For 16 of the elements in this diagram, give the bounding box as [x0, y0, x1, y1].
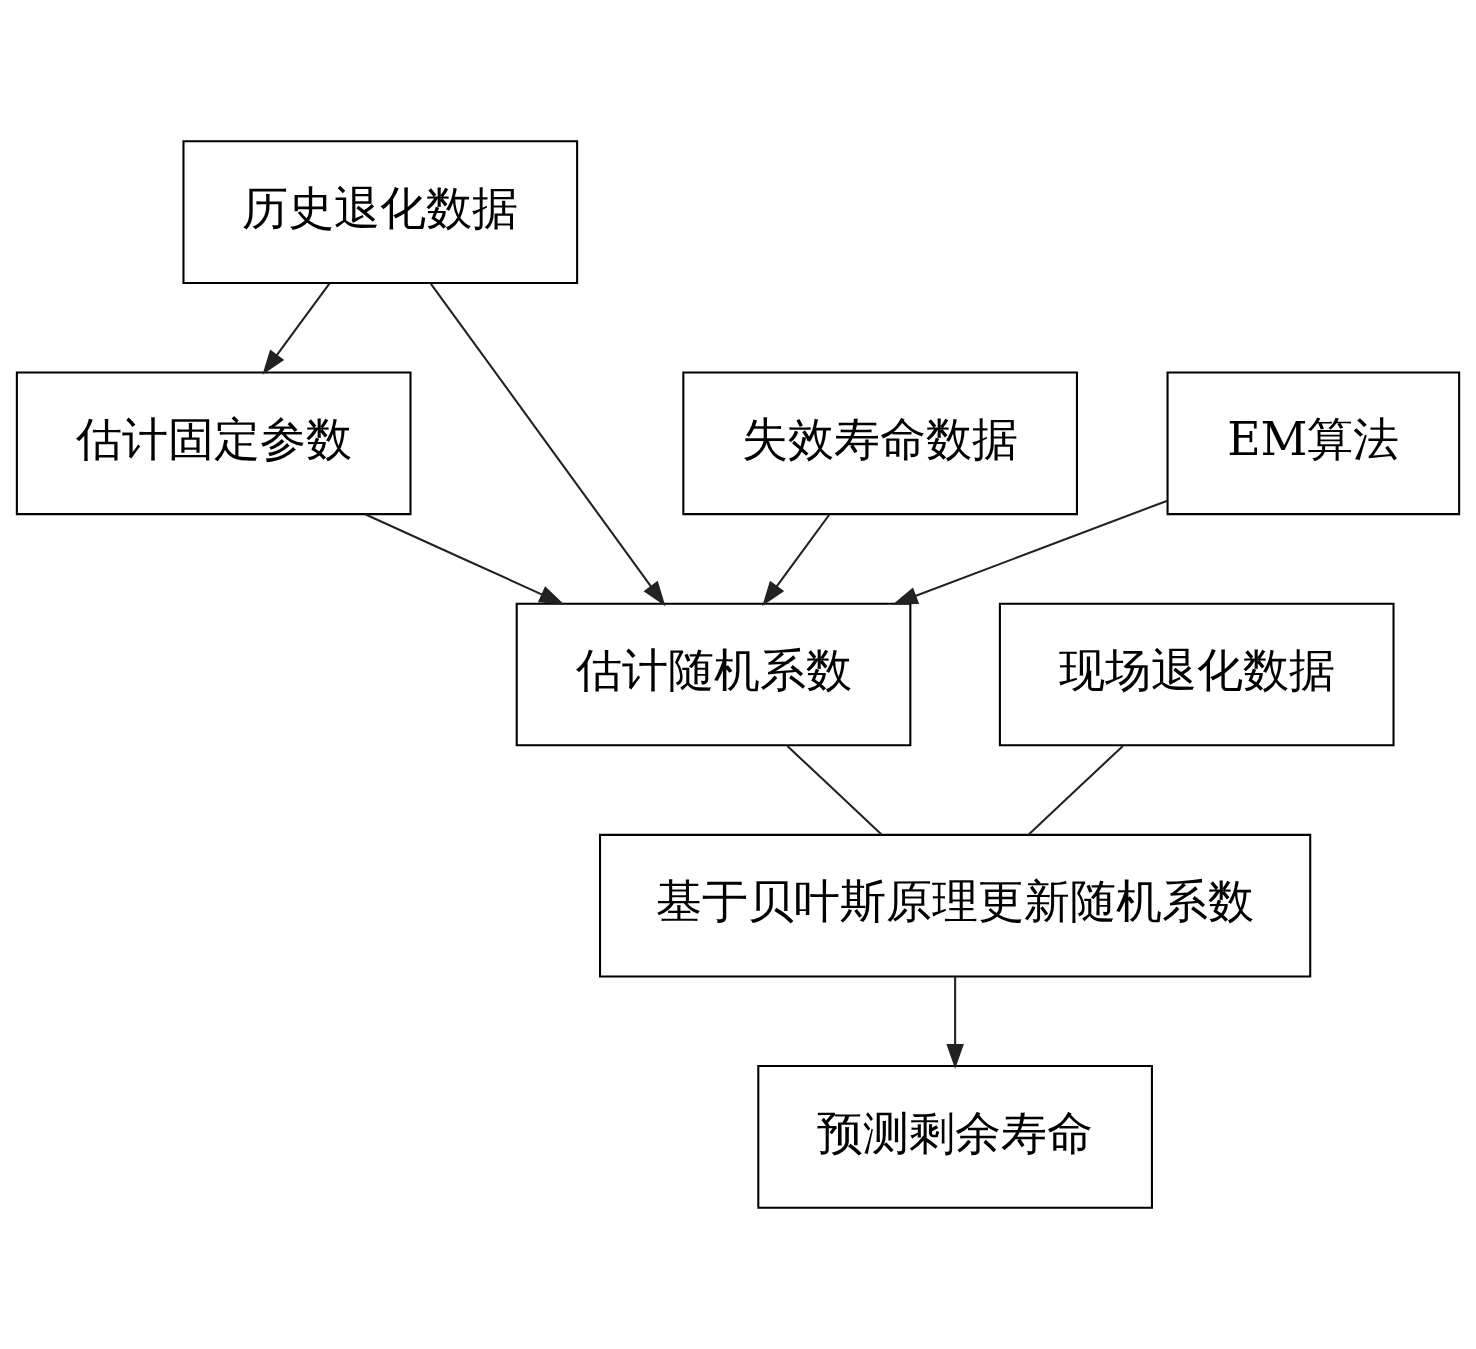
node-box: 现场退化数据: [998, 602, 1395, 747]
connector: [1027, 745, 1124, 836]
connector: [786, 745, 883, 836]
arrow: [892, 499, 1168, 605]
node-box: 基于贝叶斯原理更新随机系数: [599, 833, 1312, 978]
node-box: 预测剩余寿命: [757, 1065, 1153, 1209]
arrow: [946, 977, 964, 1069]
arrow: [365, 513, 565, 605]
arrow: [262, 282, 331, 375]
node-box: 失效寿命数据: [682, 371, 1078, 516]
arrow: [762, 514, 831, 607]
node-box: 估计随机系数: [515, 602, 912, 747]
arrow: [430, 283, 666, 607]
node-box: 历史退化数据: [182, 140, 579, 284]
node-box: EM算法: [1166, 371, 1461, 516]
node-box: 估计固定参数: [15, 371, 412, 516]
